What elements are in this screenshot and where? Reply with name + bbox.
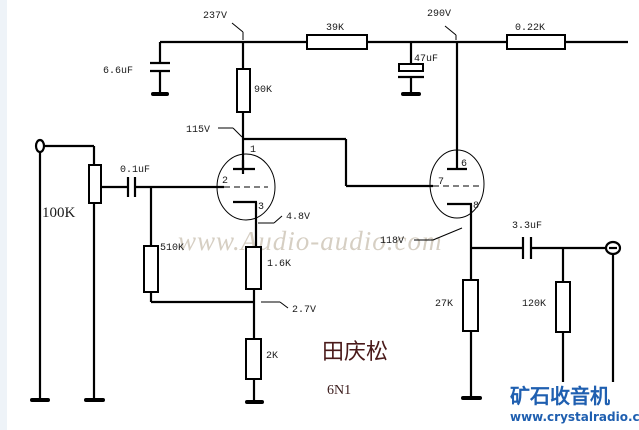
label-c-filter2: 47uF bbox=[414, 54, 438, 65]
label-r-output: 120K bbox=[522, 299, 546, 310]
tube1-pin-1: 1 bbox=[250, 145, 256, 156]
input-jack[interactable] bbox=[34, 138, 46, 154]
label-r-drop2: 0.22K bbox=[515, 23, 545, 34]
tube1-pin-2: 2 bbox=[222, 176, 228, 187]
left-border-strip bbox=[0, 0, 7, 430]
resistor-90k[interactable] bbox=[236, 68, 251, 113]
leader-237v bbox=[231, 22, 244, 33]
label-v-plate1: 115V bbox=[186, 125, 210, 136]
label-r-cathode1b: 2K bbox=[266, 351, 278, 362]
brand-background bbox=[505, 382, 639, 430]
author-name: 田庆松 bbox=[322, 340, 388, 365]
resistor-27k[interactable] bbox=[462, 279, 479, 332]
resistor-510k[interactable] bbox=[143, 245, 159, 293]
label-r-cathode1a: 1.6K bbox=[267, 259, 291, 270]
resistor-2k[interactable] bbox=[245, 338, 262, 380]
label-v-cathode2: 118V bbox=[380, 236, 404, 247]
resistor-1.6k[interactable] bbox=[245, 246, 262, 290]
tube2-pin-8: 8 bbox=[473, 201, 479, 212]
label-r-grid-bias: 510K bbox=[160, 243, 184, 254]
label-v-cathode1: 4.8V bbox=[286, 212, 310, 223]
resistor-120k[interactable] bbox=[555, 281, 571, 333]
label-c-filter1: 6.6uF bbox=[103, 66, 133, 77]
resistor-0.22k[interactable] bbox=[506, 34, 566, 50]
tube1-pin-3: 3 bbox=[258, 202, 264, 213]
label-r-plate1: 90K bbox=[254, 85, 272, 96]
label-r-drop1: 39K bbox=[326, 23, 344, 34]
leader-115v-b bbox=[232, 127, 243, 138]
watermark: www.Audio-audio.com bbox=[178, 226, 443, 256]
c-filter2-plate-polarized bbox=[398, 63, 424, 72]
tube2-envelope bbox=[429, 149, 485, 219]
tube2-pin-7: 7 bbox=[438, 177, 444, 188]
label-c-output: 3.3uF bbox=[512, 221, 542, 232]
resistor-39k[interactable] bbox=[306, 34, 368, 50]
label-r-cathode2: 27K bbox=[435, 299, 453, 310]
label-v-cathode-tap: 2.7V bbox=[292, 305, 316, 316]
label-v-b2: 290V bbox=[427, 9, 451, 20]
label-c-input: 0.1uF bbox=[120, 165, 150, 176]
label-pot-input: 100K bbox=[42, 205, 76, 221]
leader-118v-b bbox=[432, 227, 463, 241]
leader-4.8v-b bbox=[273, 215, 283, 224]
potentiometer-100k[interactable] bbox=[88, 164, 102, 204]
leader-290v bbox=[444, 25, 457, 36]
leader-2.7v-b bbox=[279, 301, 289, 309]
brand-name: 矿石收音机 bbox=[510, 384, 610, 408]
tube-type: 6N1 bbox=[327, 383, 351, 398]
tube2-pin-6: 6 bbox=[461, 159, 467, 170]
label-v-b1: 237V bbox=[203, 11, 227, 22]
brand-url[interactable]: www.crystalradio.cn bbox=[510, 410, 639, 424]
